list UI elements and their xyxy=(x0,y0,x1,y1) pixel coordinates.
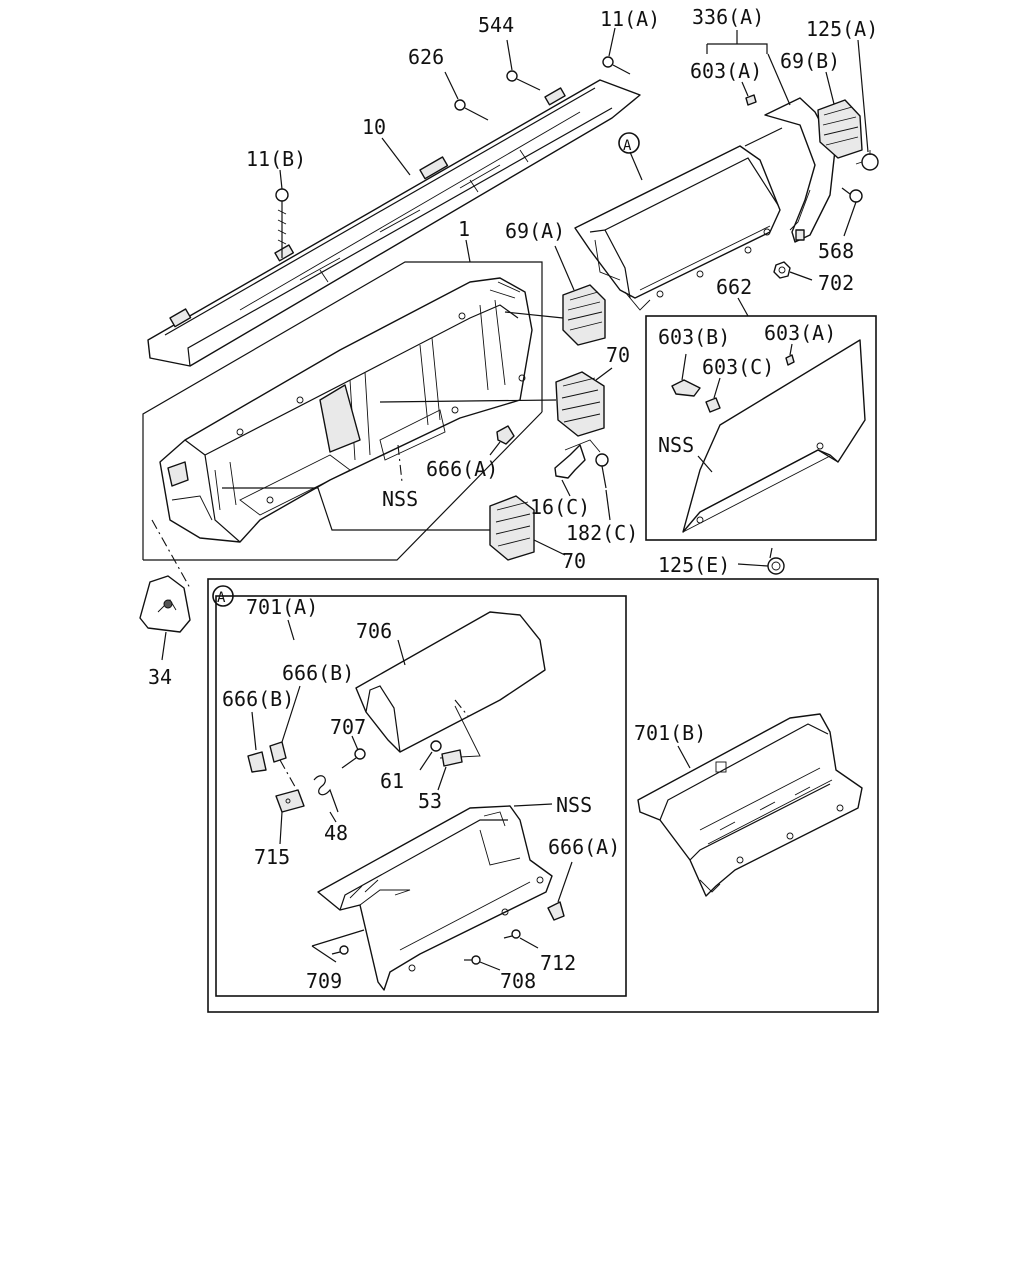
label-712: 712 xyxy=(540,951,576,975)
label-circle-a-detail: A xyxy=(217,590,226,606)
vent-70-middle xyxy=(379,367,613,437)
label-1: 1 xyxy=(458,217,470,241)
clip-125e xyxy=(737,547,785,575)
box-662 xyxy=(645,315,877,541)
clip-603c xyxy=(705,377,721,413)
vent-70-lower xyxy=(222,487,566,561)
label-707: 707 xyxy=(330,715,366,739)
bracket-16c xyxy=(554,439,601,497)
top-cover-panel-10 xyxy=(147,79,641,367)
label-16c: 16(C) xyxy=(530,495,590,519)
label-nss-detail: NSS xyxy=(556,793,592,817)
label-11b: 11(B) xyxy=(246,147,306,171)
circle-a-top xyxy=(618,132,640,154)
clip-603b xyxy=(671,353,701,397)
glovebox-701b xyxy=(637,713,863,897)
label-603b: 603(B) xyxy=(658,325,730,349)
label-666a-main: 666(A) xyxy=(426,457,498,481)
label-666b-2: 666(B) xyxy=(222,687,294,711)
part-labels: 544 11(A) 336(A) 125(A) 626 603(A) 69(B)… xyxy=(148,5,878,993)
label-69a: 69(A) xyxy=(505,219,565,243)
label-715: 715 xyxy=(254,845,290,869)
screw-11a xyxy=(602,27,631,75)
label-125e: 125(E) xyxy=(658,553,730,577)
screw-61 xyxy=(419,740,442,771)
label-666a-detail: 666(A) xyxy=(548,835,620,859)
label-706: 706 xyxy=(356,619,392,643)
label-70-middle: 70 xyxy=(606,343,630,367)
label-666b-1: 666(B) xyxy=(282,661,354,685)
screw-11b xyxy=(275,169,289,258)
nut-702 xyxy=(773,261,813,281)
screw-712 xyxy=(503,929,539,949)
leader-nss-box xyxy=(697,455,713,473)
screw-182c xyxy=(595,453,611,521)
label-10: 10 xyxy=(362,115,386,139)
label-709: 709 xyxy=(306,969,342,993)
leader-10 xyxy=(381,137,411,176)
vent-69a xyxy=(504,245,606,346)
label-544: 544 xyxy=(478,13,514,37)
label-125a: 125(A) xyxy=(806,17,878,41)
label-48: 48 xyxy=(324,821,348,845)
dash-clip xyxy=(279,759,299,793)
label-701a: 701(A) xyxy=(246,595,318,619)
side-trim-34 xyxy=(139,519,191,661)
label-70-lower: 70 xyxy=(562,549,586,573)
leader-nss-main xyxy=(397,444,403,483)
detail-a-frame xyxy=(207,578,879,1013)
clip-666b-left xyxy=(247,711,267,773)
label-662: 662 xyxy=(716,275,752,299)
label-53: 53 xyxy=(418,789,442,813)
label-708: 708 xyxy=(500,969,536,993)
screw-603a-top xyxy=(741,81,757,106)
screw-603a-box xyxy=(785,343,795,366)
bolt-707 xyxy=(341,735,366,769)
label-182c: 182(C) xyxy=(566,521,638,545)
leader-662 xyxy=(737,297,749,317)
label-702: 702 xyxy=(818,271,854,295)
label-nss-box: NSS xyxy=(658,433,694,457)
label-336a: 336(A) xyxy=(692,5,764,29)
clip-125a xyxy=(855,39,879,171)
label-circle-a-top: A xyxy=(623,138,632,154)
label-34: 34 xyxy=(148,665,172,689)
label-603a-box: 603(A) xyxy=(764,321,836,345)
label-11a: 11(A) xyxy=(600,7,660,31)
label-626: 626 xyxy=(408,45,444,69)
screw-544 xyxy=(506,39,541,91)
glovebox-upper xyxy=(574,127,783,311)
glovebox-inner-frame xyxy=(317,803,553,991)
leader-701a xyxy=(287,619,295,641)
hinge-715 xyxy=(275,789,305,845)
lower-cover-panel xyxy=(682,339,866,533)
screw-709 xyxy=(311,929,365,963)
side-bracket-336a xyxy=(706,30,836,243)
label-701b: 701(B) xyxy=(634,721,706,745)
box-701a xyxy=(215,595,627,997)
screw-568 xyxy=(841,187,863,237)
label-603a-top: 603(A) xyxy=(690,59,762,83)
label-603c: 603(C) xyxy=(702,355,774,379)
screw-708 xyxy=(464,955,501,971)
clip-666a-detail xyxy=(547,861,573,921)
vent-69b xyxy=(817,71,863,159)
instrument-panel-1 xyxy=(142,239,543,561)
spring-48 xyxy=(313,775,339,823)
latch-53 xyxy=(437,749,463,791)
label-568: 568 xyxy=(818,239,854,263)
clip-666b-right xyxy=(269,685,301,763)
label-61: 61 xyxy=(380,769,404,793)
label-nss-main: NSS xyxy=(382,487,418,511)
label-69b: 69(B) xyxy=(780,49,840,73)
screw-626 xyxy=(444,71,489,121)
clip-666a-main xyxy=(489,425,515,456)
